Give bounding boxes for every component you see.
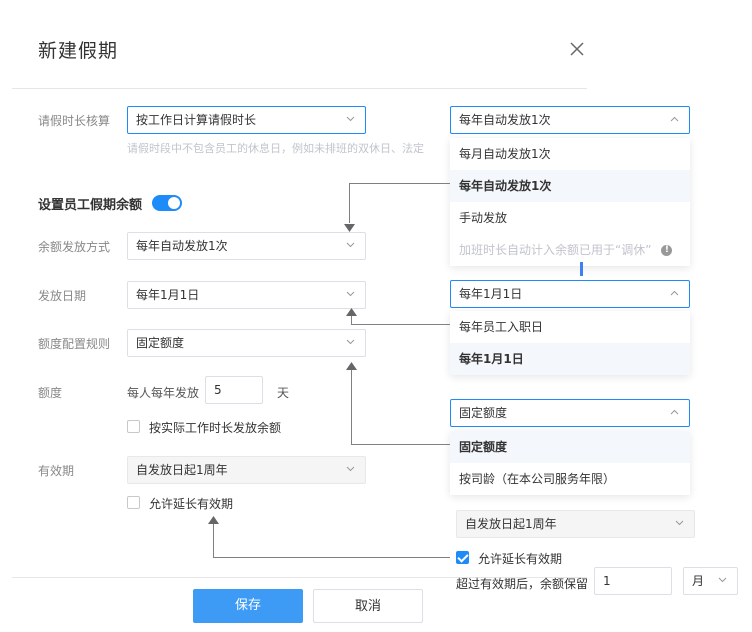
keep-input[interactable]: 1 — [594, 567, 672, 595]
info-icon[interactable]: ! — [661, 245, 673, 256]
dropdown-option[interactable]: 每月自动发放1次 — [459, 147, 551, 161]
quota-rule-panel-select[interactable]: 固定额度 — [450, 399, 690, 427]
extend-checkbox[interactable] — [127, 496, 140, 509]
calc-label: 请假时长核算 — [38, 114, 111, 128]
issue-mode-dropdown: 每月自动发放1次 每年自动发放1次 手动发放 加班时长自动计入余额已用于“调休”… — [450, 138, 690, 266]
extend-label: 允许延长有效期 — [149, 497, 234, 511]
issue-mode-value: 每年自动发放1次 — [136, 239, 228, 253]
actual-hours-checkbox[interactable] — [127, 420, 140, 433]
quota-rule-select[interactable]: 固定额度 — [127, 329, 366, 357]
dropdown-option-disabled: 加班时长自动计入余额已用于“调休”! — [450, 234, 690, 266]
quota-rule-label: 额度配置规则 — [38, 337, 111, 351]
chevron-down-icon — [346, 457, 355, 483]
chevron-down-icon — [346, 282, 355, 308]
dropdown-option[interactable]: 按司龄（在本公司服务年限） — [459, 472, 616, 486]
issue-mode-panel-value: 每年自动发放1次 — [459, 113, 551, 127]
calc-select[interactable]: 按工作日计算请假时长 — [127, 106, 366, 134]
chevron-up-icon — [670, 281, 679, 307]
chevron-down-icon — [675, 511, 684, 537]
calc-hint: 请假时段中不包含员工的休息日，例如未排班的双休日、法定 — [127, 142, 424, 155]
issue-date-dropdown: 每年员工入职日 每年1月1日 — [450, 311, 690, 375]
arrow-icon — [346, 359, 357, 373]
scrollbar-thumb[interactable] — [580, 262, 583, 276]
calc-select-value: 按工作日计算请假时长 — [136, 113, 257, 127]
connector-line — [351, 444, 450, 445]
issue-date-value: 每年1月1日 — [136, 288, 200, 302]
quota-input[interactable]: 5 — [205, 376, 263, 404]
dropdown-option[interactable]: 每年自动发放1次 — [450, 170, 690, 202]
validity-value: 自发放日起1周年 — [136, 463, 228, 477]
quota-rule-dropdown: 固定额度 按司龄（在本公司服务年限） — [450, 431, 690, 495]
dropdown-option[interactable]: 每年1月1日 — [450, 343, 690, 375]
quota-label: 额度 — [38, 386, 63, 400]
section-title: 设置员工假期余额 — [38, 198, 143, 213]
arrow-icon — [344, 221, 355, 235]
keep-unit-value: 月 — [692, 574, 705, 588]
quota-rule-value: 固定额度 — [136, 336, 185, 350]
actual-hours-label: 按实际工作时长发放余额 — [149, 421, 282, 435]
validity-panel-value: 自发放日起1周年 — [465, 517, 557, 531]
chevron-down-icon — [718, 568, 727, 594]
connector-line — [213, 557, 450, 558]
check-icon[interactable] — [456, 551, 469, 564]
connector-line — [213, 520, 214, 558]
connector-line — [351, 324, 450, 325]
dropdown-option[interactable]: 每年员工入职日 — [459, 320, 544, 334]
balance-toggle[interactable] — [152, 195, 182, 211]
dropdown-option[interactable]: 手动发放 — [459, 211, 508, 225]
quota-rule-panel-value: 固定额度 — [459, 406, 508, 420]
arrow-icon — [208, 513, 219, 527]
issue-date-panel-select[interactable]: 每年1月1日 — [450, 280, 690, 308]
connector-line — [349, 183, 450, 184]
header-divider — [12, 88, 587, 89]
validity-label: 有效期 — [38, 464, 75, 478]
issue-mode-panel-select[interactable]: 每年自动发放1次 — [450, 106, 690, 134]
dropdown-option[interactable]: 固定额度 — [450, 431, 690, 463]
panel-extend-label: 允许延长有效期 — [478, 552, 563, 566]
chevron-up-icon — [670, 400, 679, 426]
connector-line — [351, 312, 352, 325]
chevron-down-icon — [346, 233, 355, 259]
validity-panel-select[interactable]: 自发放日起1周年 — [456, 510, 695, 538]
close-icon[interactable] — [566, 38, 588, 60]
chevron-down-icon — [346, 330, 355, 356]
issue-date-select[interactable]: 每年1月1日 — [127, 281, 366, 309]
validity-select[interactable]: 自发放日起1周年 — [127, 456, 366, 484]
keep-label: 超过有效期后，余额保留 — [456, 577, 589, 591]
connector-line — [349, 183, 350, 223]
chevron-up-icon — [670, 107, 679, 133]
dropdown-option-label: 加班时长自动计入余额已用于“调休” — [459, 243, 652, 257]
chevron-down-icon — [346, 107, 355, 133]
save-button[interactable]: 保存 — [193, 589, 303, 623]
keep-unit-select[interactable]: 月 — [683, 567, 738, 595]
cancel-button[interactable]: 取消 — [313, 589, 423, 623]
issue-date-label: 发放日期 — [38, 289, 87, 303]
issue-date-panel-value: 每年1月1日 — [459, 287, 523, 301]
quota-unit: 天 — [277, 386, 290, 400]
arrow-icon — [346, 305, 357, 319]
issue-mode-label: 余额发放方式 — [38, 240, 111, 254]
issue-mode-select[interactable]: 每年自动发放1次 — [127, 232, 366, 260]
footer-divider — [12, 577, 587, 578]
connector-line — [351, 366, 352, 445]
quota-prefix: 每人每年发放 — [127, 386, 200, 400]
dialog-title: 新建假期 — [38, 40, 119, 62]
